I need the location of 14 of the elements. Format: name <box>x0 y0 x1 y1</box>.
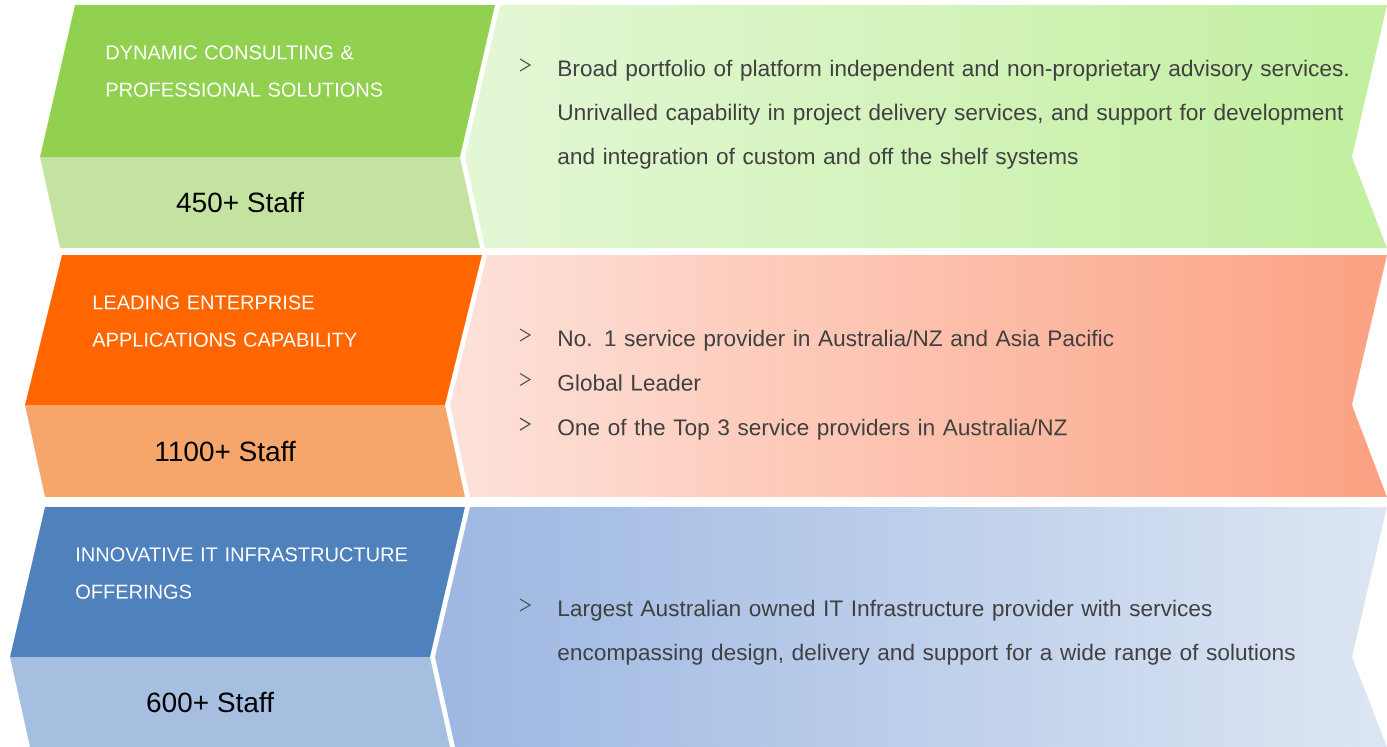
chevron-box <box>25 255 482 497</box>
bullet-text: Largest Australian owned IT Infrastructure provider with services encompassing design, delivery and support for a wide range of solutions <box>558 599 1295 665</box>
bullet-text: No. 1 service provider in Australia/NZ and Asia Pacific <box>559 329 1114 351</box>
chevron-box <box>10 507 465 747</box>
chevron-box <box>40 5 495 248</box>
staff-count: 600+ Staff <box>147 691 274 713</box>
bullet-text: Global Leader <box>558 374 701 391</box>
staff-count: 1100+ Staff <box>156 440 296 462</box>
heading-text: INNOVATIVE IT INFRASTRUCTURE OFFERINGS <box>76 547 407 599</box>
bullet-text: Broad portfolio of platform independent and non-proprietary advisory services. Unrivalled capability in project delivery services, and support for development and integration of custom and off the shelf systems <box>558 59 1348 169</box>
staff-count: 450+ Staff <box>176 191 304 213</box>
heading-text: DYNAMIC CONSULTING & PROFESSIONAL SOLUTIONS <box>106 45 383 97</box>
bullet-text: One of the Top 3 service providers in Australia/NZ <box>558 418 1067 440</box>
heading-text: LEADING ENTERPRISE APPLICATIONS CAPABILITY <box>92 295 357 347</box>
